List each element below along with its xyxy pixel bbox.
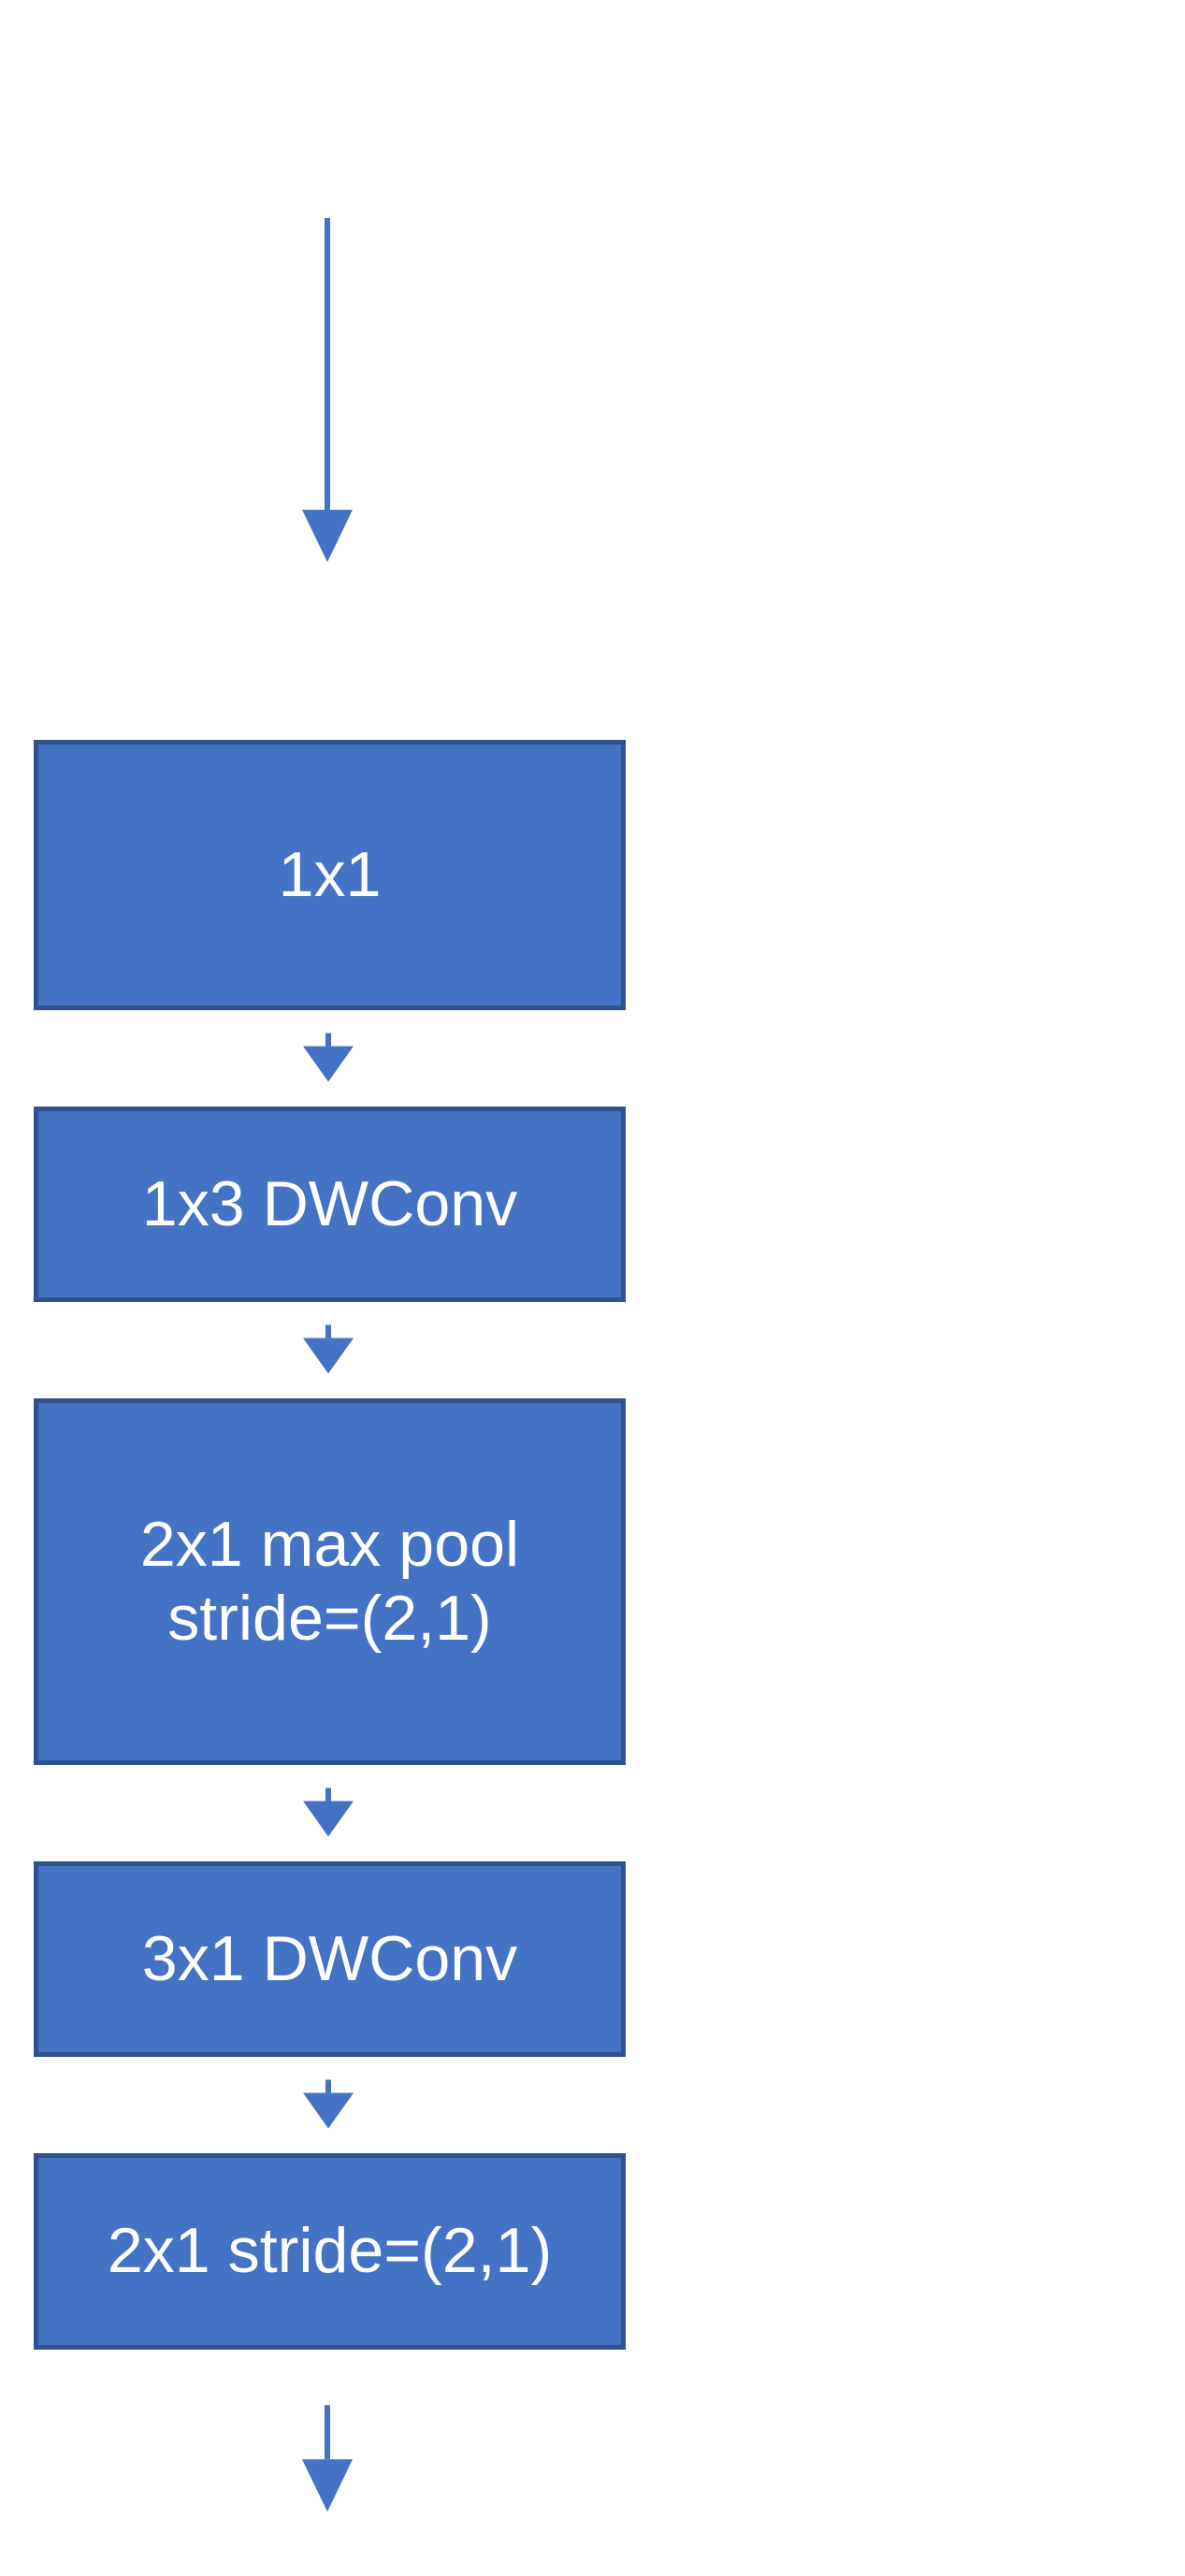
node-2x1-stride[interactable]: 2x1 stride=(2,1) <box>34 2153 626 2350</box>
connector-node1-node2 <box>303 1033 354 1082</box>
node-5-label: 2x1 stride=(2,1) <box>107 2215 553 2287</box>
connector-node3-node4 <box>303 1787 354 1837</box>
node-4-label: 3x1 DWConv <box>141 1923 518 1995</box>
connector-node4-node5 <box>303 2079 354 2129</box>
node-3x1-dwconv[interactable]: 3x1 DWConv <box>34 1861 626 2058</box>
output-arrow <box>302 2404 353 2511</box>
node-2x1-max-pool[interactable]: 2x1 max pool stride=(2,1) <box>34 1398 626 1766</box>
node-1x1[interactable]: 1x1 <box>34 739 626 1011</box>
node-1-label: 1x1 <box>278 838 382 910</box>
node-3-label: 2x1 max pool stride=(2,1) <box>139 1509 520 1655</box>
node-1x3-dwconv[interactable]: 1x3 DWConv <box>34 1106 626 1303</box>
input-arrow <box>302 217 353 562</box>
connector-node2-node3 <box>303 1324 354 1374</box>
node-2-label: 1x3 DWConv <box>141 1168 518 1240</box>
